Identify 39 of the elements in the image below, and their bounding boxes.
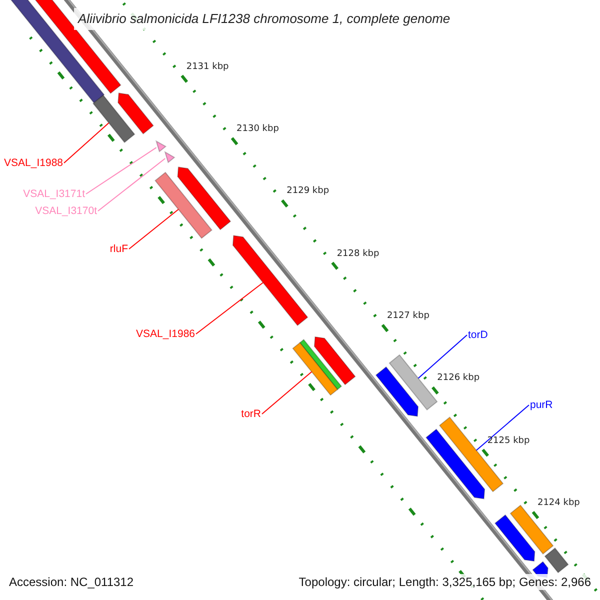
leader-line bbox=[196, 282, 264, 334]
gene-label: VSAL_I1988 bbox=[4, 156, 63, 170]
scale-label: 2126 kbp bbox=[437, 373, 480, 384]
scale-label: 2124 kbp bbox=[537, 498, 580, 510]
gene-label: VSAL_I3171t bbox=[23, 188, 85, 200]
gene-bar bbox=[494, 514, 536, 562]
scale-label: 2129 kbp bbox=[286, 186, 330, 198]
leader-line bbox=[476, 404, 530, 451]
gene-label: VSAL_I3170t bbox=[35, 204, 97, 218]
leader-line bbox=[98, 158, 166, 212]
gene-bar bbox=[544, 547, 569, 574]
scale-label: 2128 kbp bbox=[336, 248, 380, 260]
gene-label: torR bbox=[241, 408, 261, 420]
scale-label: 2125 kbp bbox=[487, 436, 530, 447]
leader-line bbox=[262, 371, 312, 414]
leader-line bbox=[128, 208, 179, 250]
trna-marker bbox=[164, 151, 176, 164]
leader-line bbox=[64, 122, 110, 164]
gene-bar bbox=[314, 336, 356, 386]
leader-line bbox=[418, 334, 468, 379]
leader-line bbox=[86, 147, 157, 194]
gene-label: torD bbox=[468, 328, 488, 342]
gene-bar bbox=[510, 504, 554, 555]
gene-bar bbox=[154, 172, 212, 239]
gene-label: rluF bbox=[110, 242, 128, 256]
gene-bar bbox=[292, 342, 338, 396]
gene-bar bbox=[232, 235, 308, 326]
scale-label: 2131 kbp bbox=[186, 62, 229, 73]
gene-bar bbox=[426, 428, 486, 500]
gene-label: VSAL_I1986 bbox=[136, 328, 195, 340]
gene-bar bbox=[388, 354, 438, 410]
trna-marker bbox=[155, 140, 167, 152]
gene-bar bbox=[177, 166, 232, 230]
gene-bar bbox=[375, 366, 419, 417]
gene-bar bbox=[92, 94, 136, 144]
scale-label: 2130 kbp bbox=[236, 124, 279, 136]
scale-label: 2127 kbp bbox=[387, 311, 430, 322]
gene-bar bbox=[118, 92, 154, 134]
gene-label: purR bbox=[530, 398, 553, 412]
